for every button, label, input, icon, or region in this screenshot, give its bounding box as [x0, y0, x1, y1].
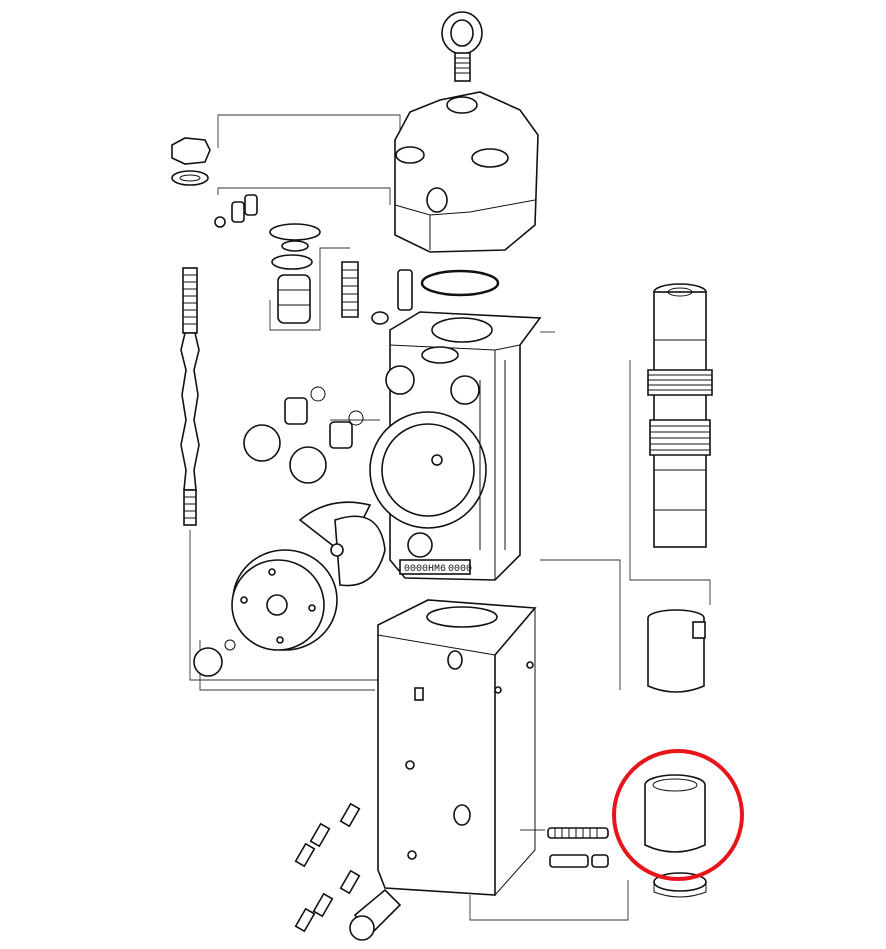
- spring-and-pins: [547, 827, 609, 868]
- body-marking-code: HM6: [428, 564, 446, 575]
- highlight-circle: [612, 749, 744, 881]
- top-cap: [394, 91, 539, 297]
- valve-body: 0000 HM6 0000: [369, 311, 542, 581]
- spool: [647, 283, 713, 548]
- highlighted-sleeve[interactable]: [612, 749, 744, 898]
- lower-block: [377, 599, 537, 896]
- pins: [294, 802, 402, 941]
- body-marking-right: 0000: [448, 564, 472, 575]
- eye-bolt: [441, 11, 483, 82]
- bushing: [647, 609, 706, 693]
- small-fittings: [214, 194, 413, 325]
- cam-plate: [298, 501, 386, 587]
- piston-rod: [180, 267, 200, 526]
- handwheel: [193, 549, 338, 677]
- check-valves: [243, 386, 364, 484]
- body-marking-left: 0000: [404, 564, 428, 575]
- nut-and-washer: [171, 137, 211, 186]
